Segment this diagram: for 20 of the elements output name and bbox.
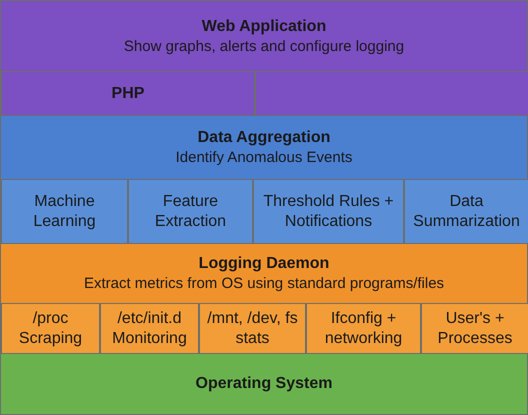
layer-title: Data Aggregation [198, 128, 330, 148]
component-panel: Feature Extraction [128, 179, 253, 244]
layer-description: Extract metrics from OS using standard programs/files [84, 274, 444, 293]
layer-title: Web Application [202, 16, 326, 36]
component-panel: Ifconfig + networking [306, 303, 421, 354]
layer-band [0, 115, 528, 243]
layer-description: Identify Anomalous Events [176, 148, 352, 167]
layer-description: Show graphs, alerts and configure logging [124, 36, 404, 56]
component-panel: /mnt, /dev, fs stats [199, 303, 306, 354]
layer-band [0, 243, 528, 353]
layer-title: Logging Daemon [198, 254, 330, 274]
component-panel: User's + Processes [421, 303, 528, 354]
component-panel: /etc/init.d Monitoring [100, 303, 199, 354]
component-panel: Operating System [0, 353, 528, 415]
component-panel: PHP [1, 71, 255, 116]
component-panel: Data Summarization [404, 179, 528, 244]
layer-band [0, 0, 528, 115]
component-panel: /proc Scraping [1, 303, 100, 354]
component-panel: Threshold Rules + Notifications [253, 179, 404, 244]
component-panel: Machine Learning [1, 179, 128, 244]
